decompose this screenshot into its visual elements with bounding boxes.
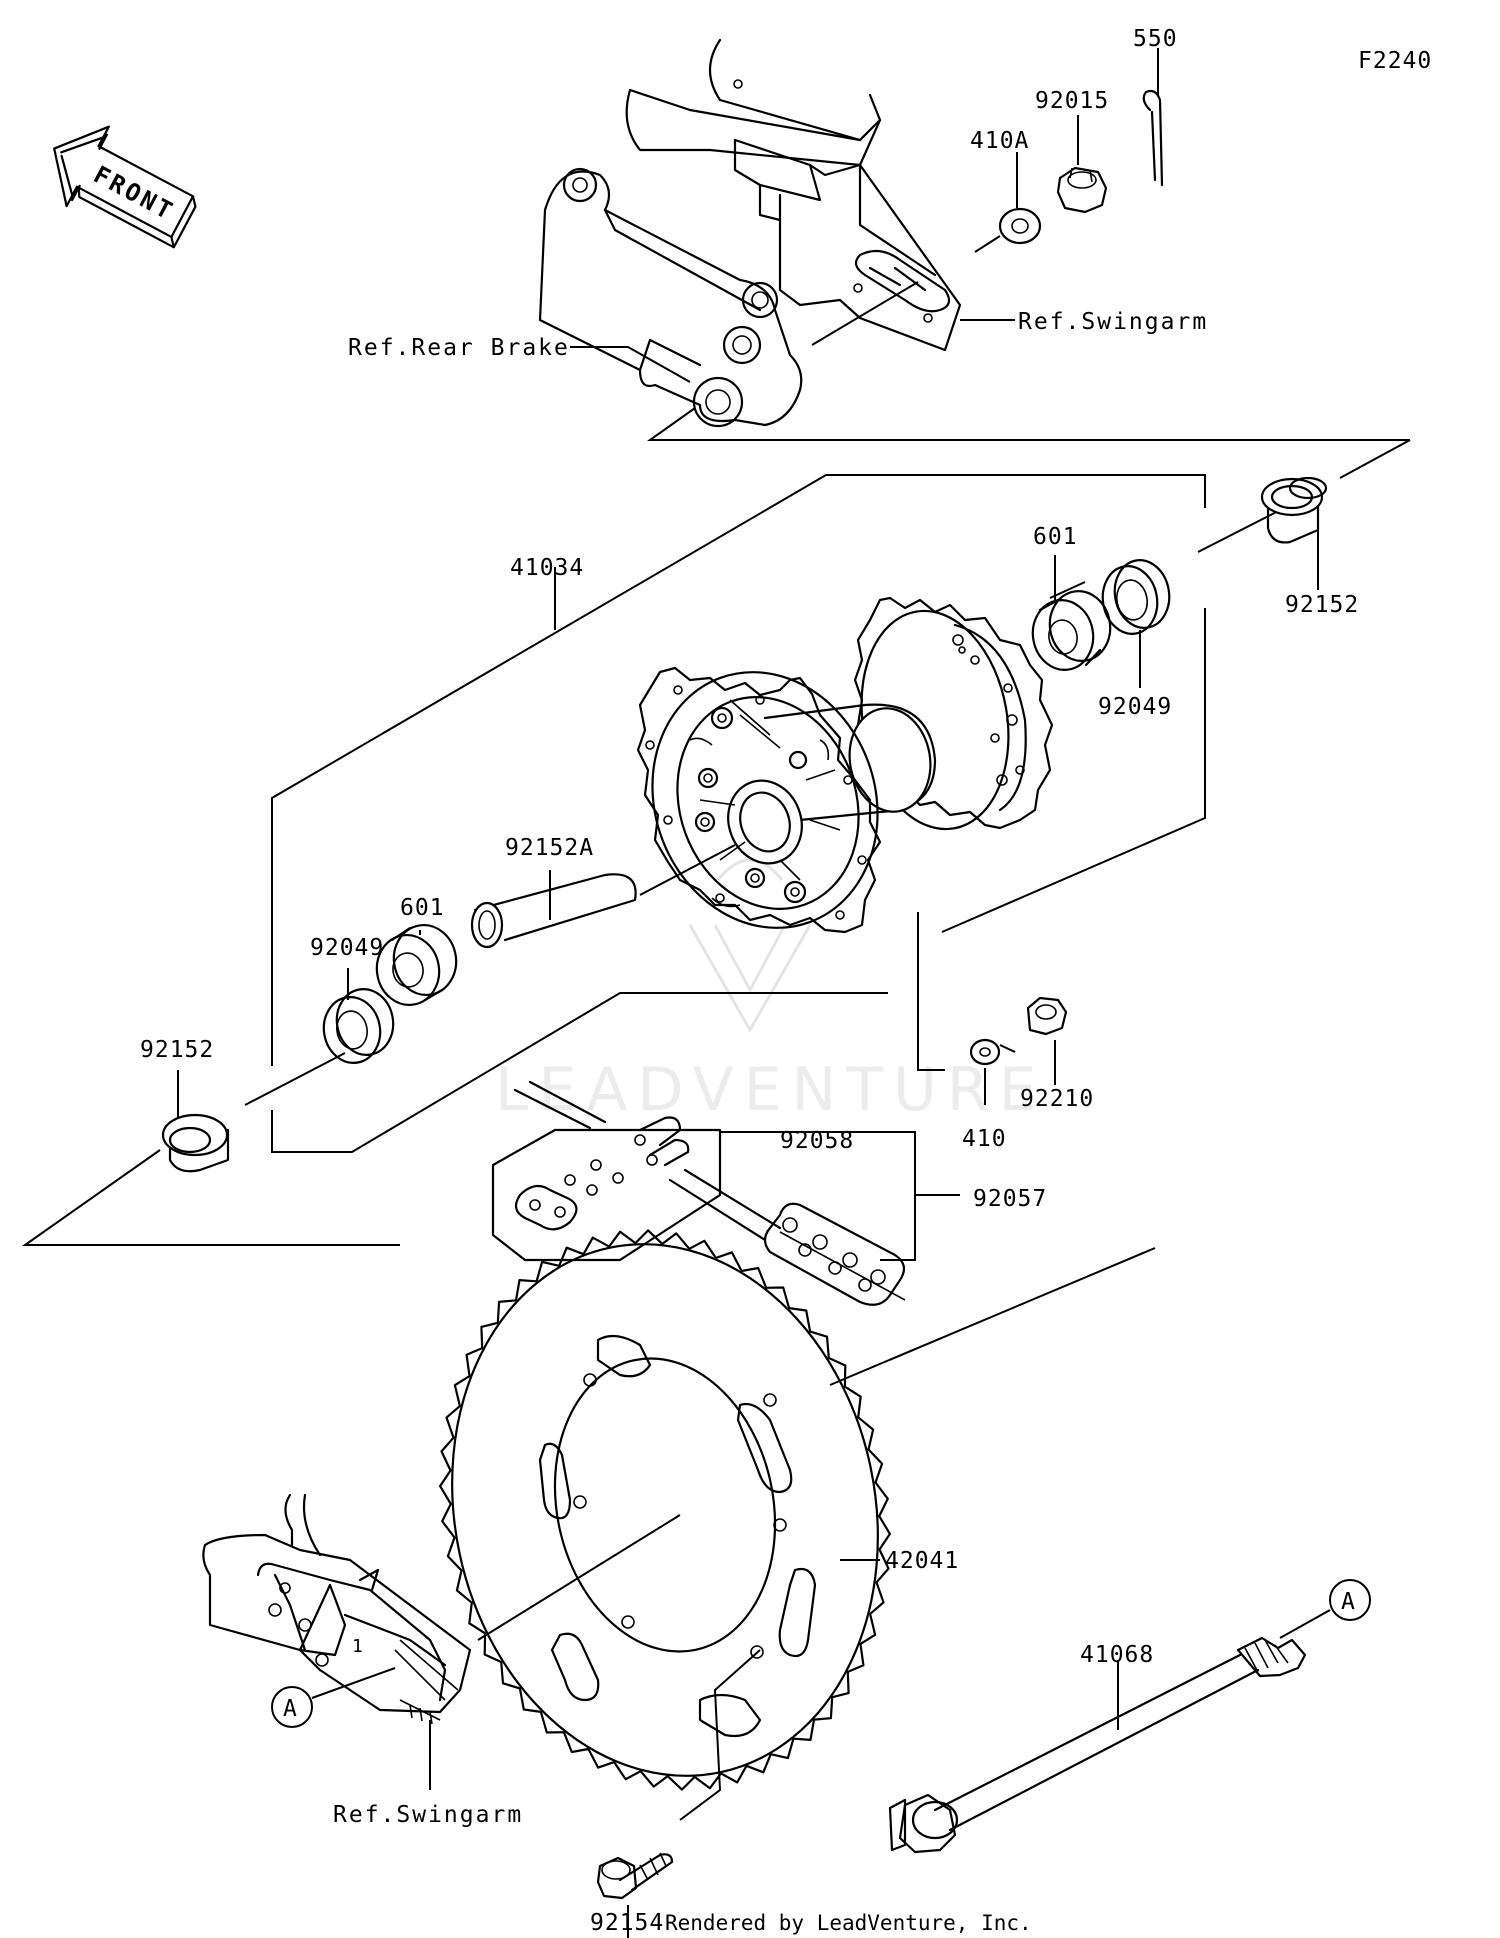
label-92152-right: 92152 <box>1285 592 1359 618</box>
svg-text:1: 1 <box>352 1636 363 1657</box>
label-92152a: 92152A <box>505 835 594 861</box>
oil-seal-92049-right <box>1101 559 1171 635</box>
label-410: 410 <box>962 1126 1007 1152</box>
label-92049-left: 92049 <box>310 935 384 961</box>
chain-joint-kit-92058 <box>491 1116 722 1262</box>
swingarm-top-ref <box>625 38 962 352</box>
axle-41068 <box>888 1636 1307 1854</box>
ref-swingarm-top: Ref.Swingarm <box>1018 309 1208 335</box>
label-92058: 92058 <box>780 1128 854 1154</box>
watermark-logo: LEADVENTURE <box>495 858 1047 1125</box>
ref-swingarm-bottom: Ref.Swingarm <box>333 1802 523 1828</box>
bolt-92154 <box>596 1852 674 1900</box>
footer-credit: Rendered by LeadVenture, Inc. <box>665 1911 1032 1935</box>
hub-41034 <box>636 596 1054 934</box>
oil-seal-92049-left <box>322 988 395 1064</box>
collar-92152-left <box>161 1113 230 1173</box>
label-92154: 92154 <box>590 1910 664 1936</box>
label-410a: 410A <box>970 128 1029 154</box>
label-550: 550 <box>1133 26 1178 52</box>
label-41034: 41034 <box>510 555 584 581</box>
ref-rear-brake: Ref.Rear Brake <box>348 335 570 361</box>
label-601-right: 601 <box>1033 524 1078 550</box>
label-92152-left: 92152 <box>140 1037 214 1063</box>
label-92015: 92015 <box>1035 88 1109 114</box>
castle-nut-92015 <box>1056 166 1108 214</box>
spacer-92152a <box>470 873 637 949</box>
cotter-pin-550 <box>1142 89 1164 187</box>
label-92057: 92057 <box>973 1186 1047 1212</box>
label-601-left: 601 <box>400 895 445 921</box>
label-92049-right: 92049 <box>1098 694 1172 720</box>
label-42041: 42041 <box>885 1548 959 1574</box>
front-arrow-icon: FRONT <box>53 125 197 249</box>
collar-92152-right <box>1260 476 1328 544</box>
washer-410 <box>969 1038 1001 1066</box>
washer-410a <box>998 207 1042 245</box>
nut-92210 <box>1026 996 1068 1036</box>
rear-brake-ref <box>538 167 803 428</box>
label-41068: 41068 <box>1080 1642 1154 1668</box>
marker-a-left-circle <box>271 1686 313 1728</box>
marker-a-right: A <box>1341 1589 1356 1615</box>
bearing-601-left <box>375 924 458 1006</box>
swingarm-bottom-ref: 1 <box>202 1493 472 1725</box>
label-92210: 92210 <box>1020 1086 1094 1112</box>
marker-a-left: A <box>283 1696 298 1722</box>
watermark-text: LEADVENTURE <box>495 1055 1047 1125</box>
drive-chain-92057 <box>513 1080 906 1306</box>
marker-a-right-circle <box>1329 1579 1371 1621</box>
figure-code: F2240 <box>1358 48 1432 74</box>
